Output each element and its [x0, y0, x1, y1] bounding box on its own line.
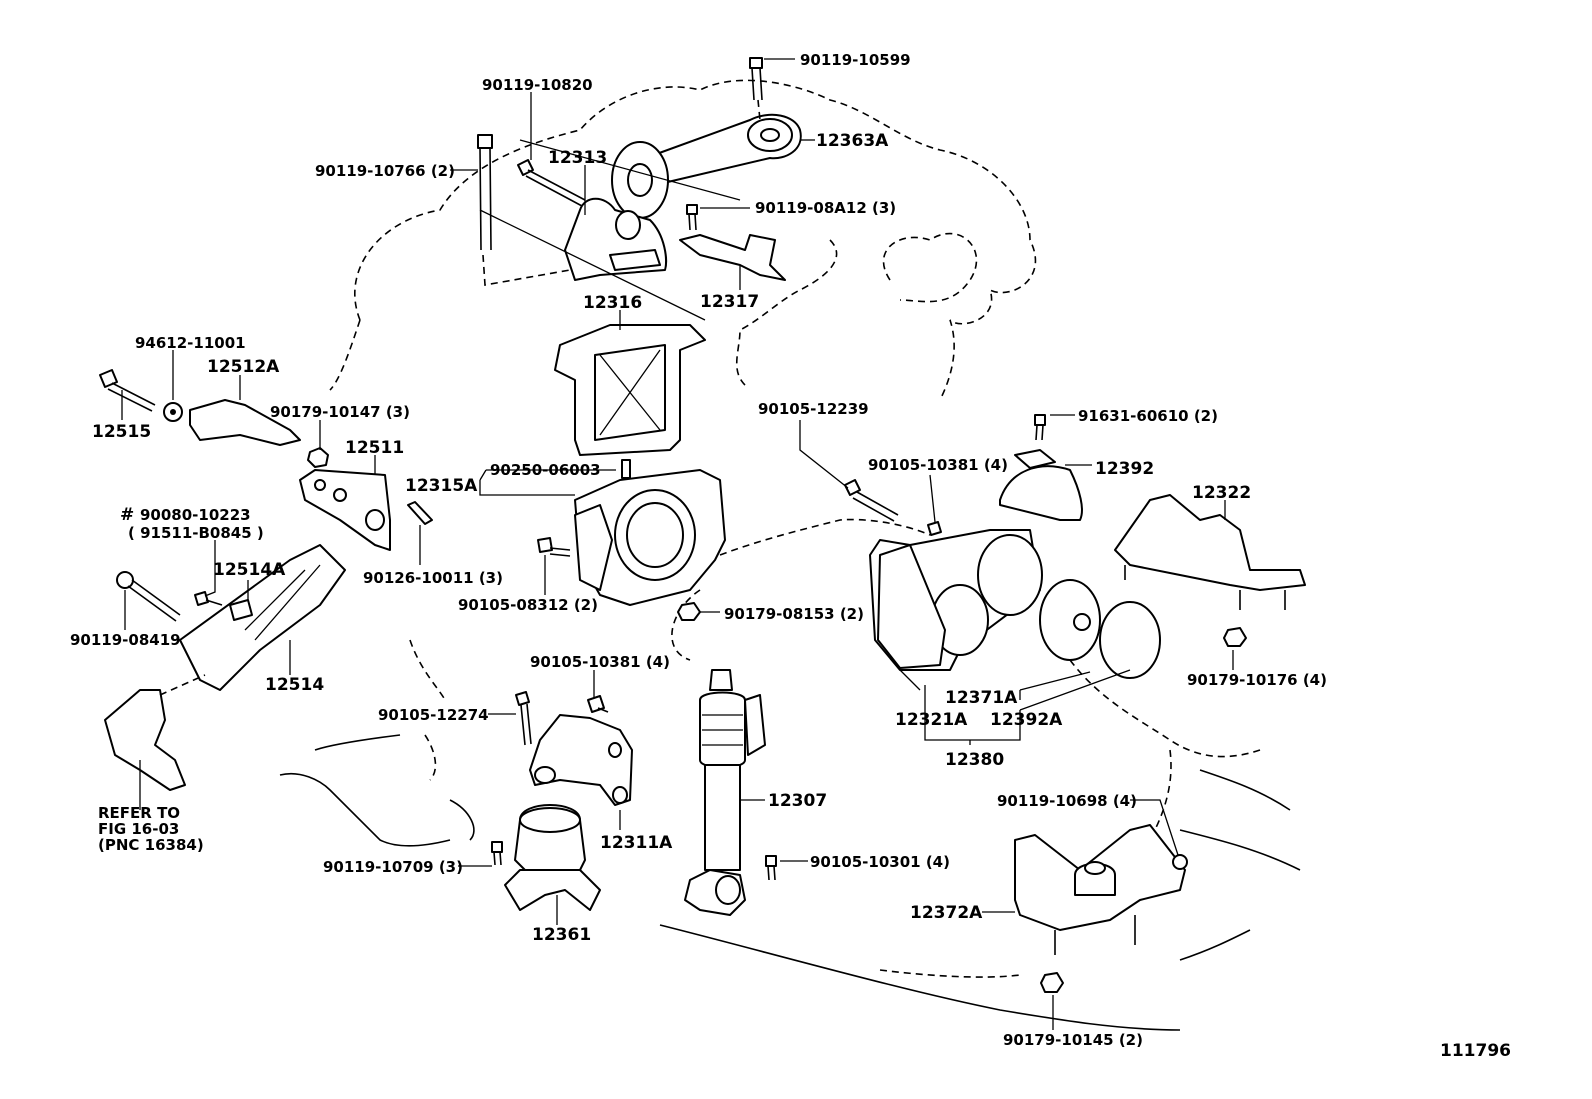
label-12315A: 12315A: [405, 476, 478, 496]
label-refer-pnc: (PNC 16384): [98, 836, 204, 854]
bracket-12512A: [189, 399, 301, 446]
bolt-90105-08312: [537, 537, 571, 557]
crossmember-12316: [554, 324, 706, 456]
extension-12321A: [869, 529, 1043, 671]
label-90119-10766: 90119-10766 (2): [315, 162, 455, 180]
bracket-12322: [1114, 494, 1306, 610]
label-12372A: 12372A: [910, 903, 983, 923]
label-12511: 12511: [345, 438, 404, 458]
nut-90179-10147: [307, 447, 329, 468]
bracket-12311A: [529, 714, 633, 806]
label-90105-10301: 90105-10301 (4): [810, 853, 950, 871]
label-90179-10145: 90179-10145 (2): [1003, 1031, 1143, 1049]
bolt-90119-10820: [517, 159, 586, 207]
insulator-12361: [504, 804, 601, 911]
chassis-lines: [279, 734, 1301, 1031]
adapter-12315A: [574, 469, 726, 606]
label-90119-10709: 90119-10709 (3): [323, 858, 463, 876]
nut-90179-08153: [677, 602, 701, 621]
bolt-90119-10698: [1172, 854, 1188, 870]
insulator-12371A: [1039, 579, 1101, 661]
bolt-90119-08419: [116, 571, 181, 622]
torque-rod-12363A: [611, 113, 802, 219]
label-12313: 12313: [548, 148, 607, 168]
label-12514: 12514: [265, 675, 324, 695]
damper-12307: [684, 669, 766, 916]
figure-id: 111796: [1440, 1041, 1511, 1061]
label-12316: 12316: [583, 293, 642, 313]
cover-12392: [999, 449, 1083, 521]
label-90119-10820: 90119-10820: [482, 76, 593, 94]
bracket-12317: [679, 234, 786, 281]
label-12322: 12322: [1192, 483, 1251, 503]
bracket-refer-fig-16-03: [104, 674, 206, 791]
label-12317: 12317: [700, 292, 759, 312]
bolt-90119-08A12: [686, 204, 698, 231]
label-12392: 12392: [1095, 459, 1154, 479]
label-refer-to: REFER TO: [98, 804, 180, 822]
label-12392A: 12392A: [990, 710, 1063, 730]
stud-90126-10011: [407, 501, 433, 525]
label-91631-60610: 91631-60610 (2): [1078, 407, 1218, 425]
bolt-90119-10709: [491, 841, 503, 866]
label-90250-06003: 90250-06003: [490, 461, 601, 479]
label-90126-10011: 90126-10011 (3): [363, 569, 503, 587]
label-90119-10599: 90119-10599: [800, 51, 911, 69]
bolt-90105-12274: [515, 691, 532, 746]
part-labels: 90119-10599 90119-10820 12363A 90119-107…: [70, 51, 1511, 1061]
bracket-12514: [179, 544, 346, 691]
label-90179-10176: 90179-10176 (4): [1187, 671, 1327, 689]
label-refer-fig: FIG 16-03: [98, 820, 179, 838]
label-12371A: 12371A: [945, 688, 1018, 708]
bracket-12313: [564, 197, 668, 281]
label-12363A: 12363A: [816, 131, 889, 151]
label-12307: 12307: [768, 791, 827, 811]
nut-90179-10145: [1040, 972, 1064, 993]
nut-90179-10176: [1223, 627, 1247, 647]
bolt-90105-12239: [844, 479, 899, 522]
label-90179-10147: 90179-10147 (3): [270, 403, 410, 421]
mount-12372A: [1014, 824, 1186, 955]
cover-12392A: [1099, 601, 1161, 679]
mount-12511: [299, 469, 391, 551]
bolt-90119-10766: [477, 134, 571, 286]
bolt-12515: [99, 369, 156, 412]
label-90119-10698: 90119-10698 (4): [997, 792, 1137, 810]
bolt-90105-10301: [765, 855, 777, 881]
label-hash-mark: #: [120, 505, 134, 525]
label-90105-12274: 90105-12274: [378, 706, 489, 724]
label-90105-10381-front: 90105-10381 (4): [530, 653, 670, 671]
engine-outline: [329, 79, 1261, 978]
label-94612-11001: 94612-11001: [135, 334, 246, 352]
label-12515: 12515: [92, 422, 151, 442]
dowel-90250-06003: [621, 459, 631, 479]
label-90105-08312: 90105-08312 (2): [458, 596, 598, 614]
label-12514A: 12514A: [213, 560, 286, 580]
leader-lines: [121, 58, 1234, 1030]
label-90179-08153: 90179-08153 (2): [724, 605, 864, 623]
label-90119-08419: 90119-08419: [70, 631, 181, 649]
bolt-90105-10381-front: [587, 695, 609, 713]
label-12380: 12380: [945, 750, 1004, 770]
label-90105-10381-rear: 90105-10381 (4): [868, 456, 1008, 474]
bolt-90105-10381-rear: [927, 521, 942, 536]
label-90080-10223: 90080-10223: [140, 506, 251, 524]
label-90105-12239: 90105-12239: [758, 400, 869, 418]
bolt-91631-60610: [1034, 414, 1046, 441]
label-91511-B0845: ( 91511-B0845 ): [128, 524, 264, 542]
label-12361: 12361: [532, 925, 591, 945]
bolt-90119-10599: [749, 57, 763, 121]
label-12311A: 12311A: [600, 833, 673, 853]
washer-94612-11001: [163, 402, 183, 422]
bolt-90080-10223: [194, 591, 223, 606]
label-90119-08A12: 90119-08A12 (3): [755, 199, 896, 217]
label-12512A: 12512A: [207, 357, 280, 377]
label-12321A: 12321A: [895, 710, 968, 730]
